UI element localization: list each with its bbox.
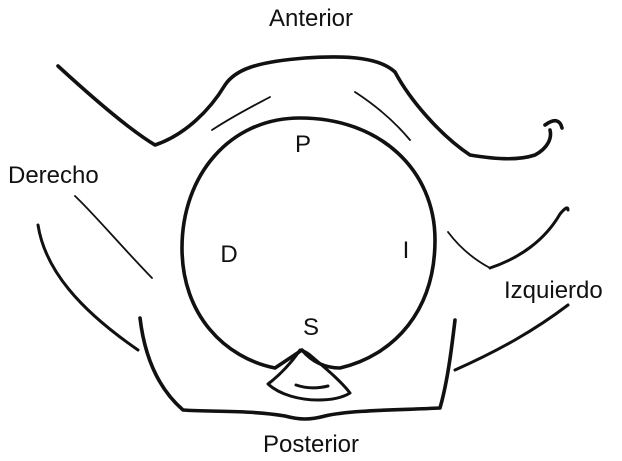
label-s: S <box>303 314 319 341</box>
label-posterior: Posterior <box>263 431 359 458</box>
left-side-upper-line <box>448 232 490 268</box>
right-side-outer-line <box>38 225 138 350</box>
left-side-mid-line <box>490 208 568 268</box>
right-side-upper-line <box>75 196 152 278</box>
label-p: P <box>295 131 311 158</box>
label-d: D <box>220 241 237 268</box>
label-anterior: Anterior <box>269 5 353 32</box>
right-pubic-curve <box>355 92 410 140</box>
left-side-outer-line <box>455 305 568 370</box>
label-derecho: Derecho <box>8 162 99 189</box>
posterior-outline <box>140 318 455 419</box>
sacrum-inner-mark <box>296 385 328 388</box>
label-i: I <box>403 237 410 264</box>
label-izquierdo: Izquierdo <box>504 277 603 304</box>
